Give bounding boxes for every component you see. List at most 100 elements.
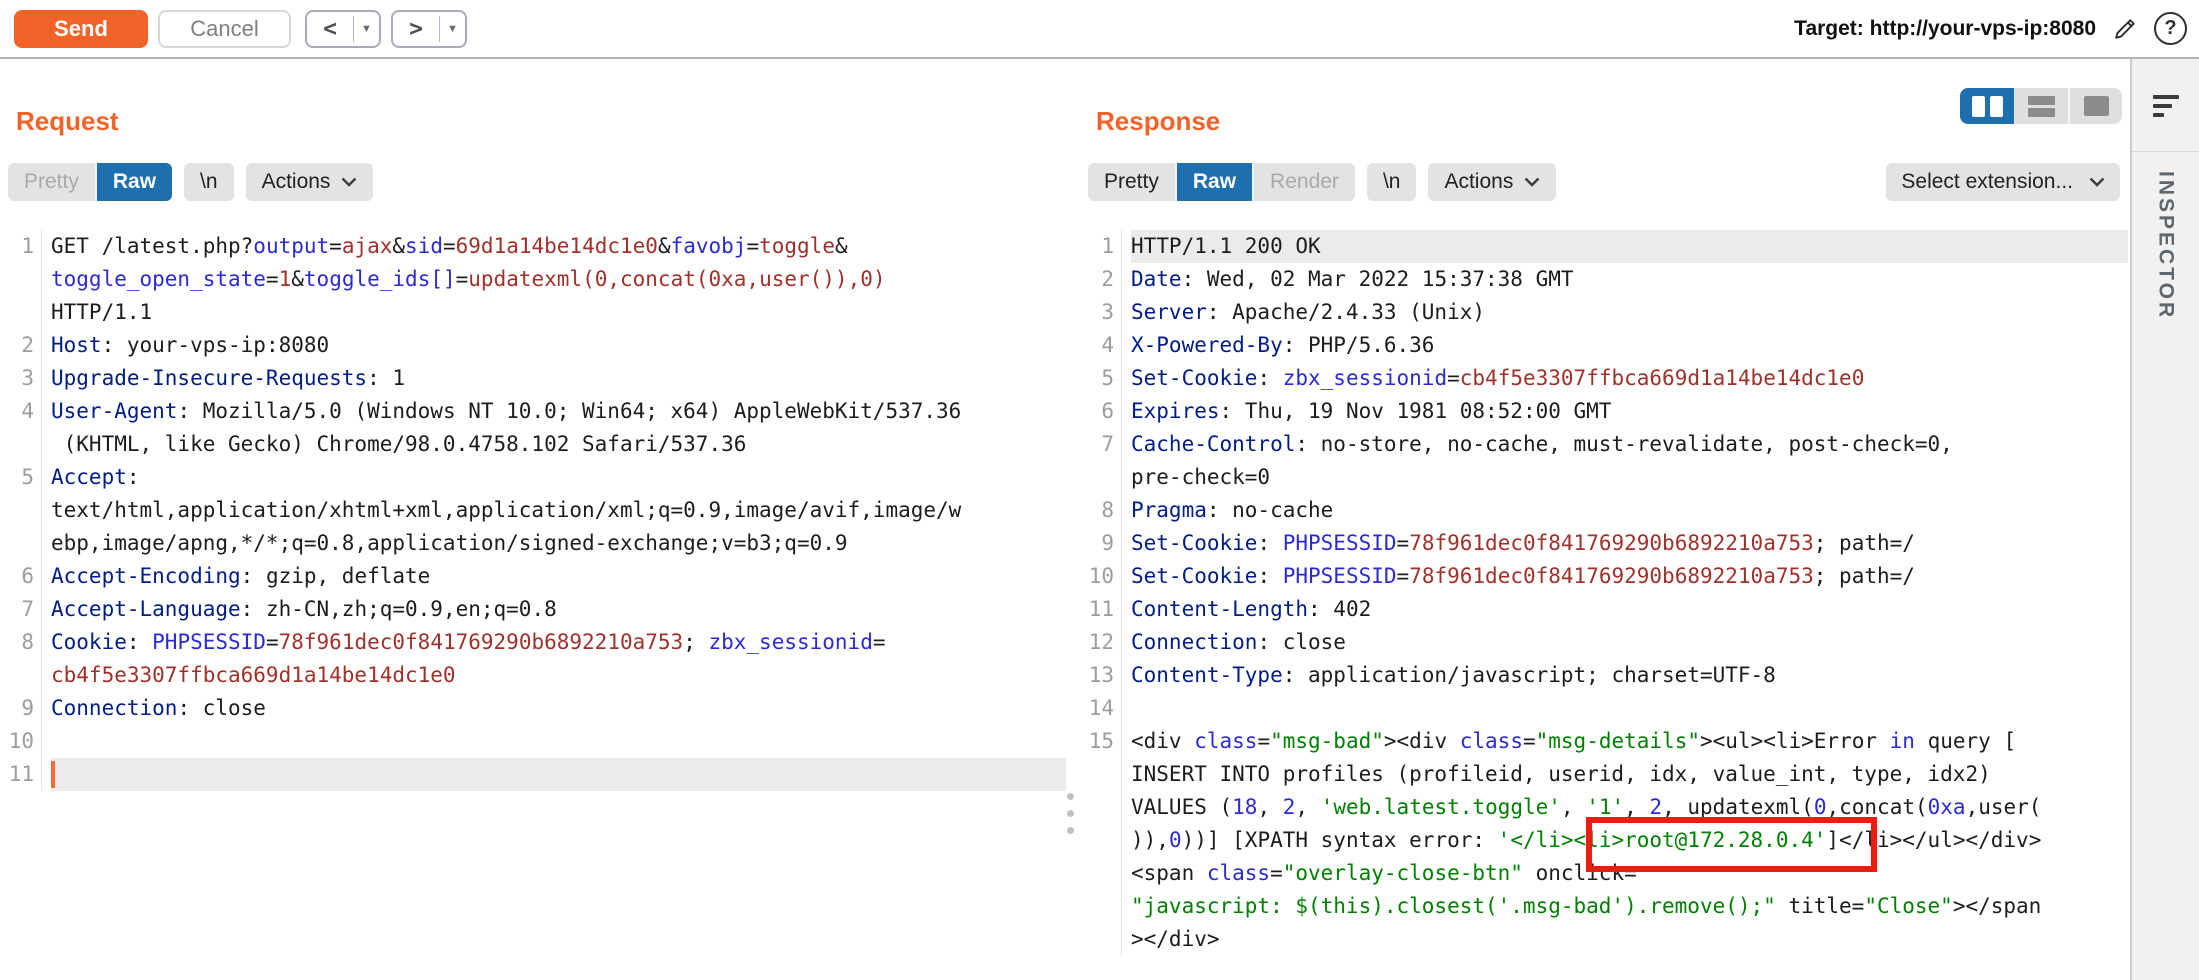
code-text: Cookie: PHPSESSID=78f961dec0f841769290b6…: [51, 630, 886, 654]
request-tabs: Pretty Raw \n Actions: [8, 163, 374, 201]
line-number: 13: [1084, 659, 1122, 692]
code-line: cb4f5e3307ffbca669d1a14be14dc1e0: [4, 659, 1066, 692]
chevron-down-icon: [341, 177, 357, 187]
top-toolbar: Send Cancel < ▼ > ▼ Target: http://your-…: [0, 0, 2199, 59]
line-number: [1084, 890, 1122, 923]
line-number: 14: [1084, 692, 1122, 725]
code-text: HTTP/1.1 200 OK: [1131, 230, 2128, 263]
line-number: 12: [1084, 626, 1122, 659]
code-text: [51, 725, 1066, 758]
code-text: Expires: Thu, 19 Nov 1981 08:52:00 GMT: [1131, 399, 1612, 423]
line-number: 10: [4, 725, 42, 758]
tab-raw-request[interactable]: Raw: [94, 163, 173, 201]
code-text: toggle_open_state=1&toggle_ids[]=updatex…: [51, 267, 886, 291]
inspector-sidebar: INSPECTOR: [2130, 59, 2199, 980]
line-number: [4, 263, 42, 296]
code-text: (KHTML, like Gecko) Chrome/98.0.4758.102…: [51, 432, 747, 456]
code-text: pre-check=0: [1131, 465, 1271, 489]
code-line: pre-check=0: [1084, 461, 2128, 494]
line-number: [4, 296, 42, 329]
layout-single-button[interactable]: [2068, 88, 2122, 124]
code-line: ></div>: [1084, 923, 2128, 956]
line-number: 5: [4, 461, 42, 494]
response-tabs: Pretty Raw Render \n Actions: [1088, 163, 1557, 201]
code-line: toggle_open_state=1&toggle_ids[]=updatex…: [4, 263, 1066, 296]
code-text: User-Agent: Mozilla/5.0 (Windows NT 10.0…: [51, 399, 962, 423]
code-text: <div class="msg-bad"><div class="msg-det…: [1131, 729, 2017, 753]
line-number: [4, 527, 42, 560]
line-number: [1084, 758, 1122, 791]
layout-columns-button[interactable]: [1960, 88, 2014, 124]
line-number: 9: [1084, 527, 1122, 560]
back-dropdown-button[interactable]: ▼: [361, 23, 372, 35]
line-number: 3: [4, 362, 42, 395]
tab-newline-request[interactable]: \n: [184, 163, 234, 201]
select-extension-label: Select extension...: [1901, 170, 2073, 193]
code-text: Host: your-vps-ip:8080: [51, 333, 330, 357]
code-line: 1 HTTP/1.1 200 OK: [1084, 230, 2128, 263]
tab-raw-response[interactable]: Raw: [1174, 163, 1253, 201]
tab-render-response[interactable]: Render: [1252, 163, 1355, 201]
annotation-red-box: [1586, 817, 1877, 872]
line-number: 2: [1084, 263, 1122, 296]
line-number: 8: [1084, 494, 1122, 527]
forward-arrow-button[interactable]: >: [409, 16, 423, 42]
line-number: 11: [4, 758, 42, 791]
line-number: [1084, 923, 1122, 956]
tab-newline-response[interactable]: \n: [1366, 163, 1417, 201]
code-line: HTTP/1.1: [4, 296, 1066, 329]
code-line: 5 Accept:: [4, 461, 1066, 494]
actions-button-request[interactable]: Actions: [245, 163, 374, 201]
edit-target-pencil-icon[interactable]: [2111, 15, 2139, 43]
line-number: 1: [4, 230, 42, 263]
code-text: X-Powered-By: PHP/5.6.36: [1131, 333, 1435, 357]
cancel-button[interactable]: Cancel: [158, 10, 291, 48]
send-button[interactable]: Send: [14, 10, 148, 48]
code-text: [1131, 692, 2128, 725]
history-forward-group: > ▼: [391, 10, 467, 48]
code-text: Connection: close: [51, 696, 266, 720]
code-text: Accept-Encoding: gzip, deflate: [51, 564, 431, 588]
forward-dropdown-button[interactable]: ▼: [447, 23, 458, 35]
actions-button-response[interactable]: Actions: [1428, 163, 1557, 201]
collapse-panel-icon[interactable]: [2152, 95, 2179, 122]
request-view-tabs: Pretty Raw: [8, 163, 173, 201]
line-number: 1: [1084, 230, 1122, 263]
target-url: http://your-vps-ip:8080: [1869, 16, 2096, 40]
code-line: 14: [1084, 692, 2128, 725]
line-number: 9: [4, 692, 42, 725]
select-extension-dropdown[interactable]: Select extension...: [1886, 163, 2120, 201]
target-area: Target: http://your-vps-ip:8080 ?: [1794, 0, 2187, 57]
line-number: 11: [1084, 593, 1122, 626]
line-number: 7: [1084, 428, 1122, 461]
line-number: [1084, 461, 1122, 494]
tab-pretty-response[interactable]: Pretty: [1088, 163, 1175, 201]
chevron-down-icon: [2089, 177, 2105, 187]
code-line: 12 Connection: close: [1084, 626, 2128, 659]
layout-rows-button[interactable]: [2014, 88, 2068, 124]
code-text: Server: Apache/2.4.33 (Unix): [1131, 300, 1486, 324]
response-view-tabs: Pretty Raw Render: [1088, 163, 1355, 201]
code-line: (KHTML, like Gecko) Chrome/98.0.4758.102…: [4, 428, 1066, 461]
code-text: Connection: close: [1131, 630, 1346, 654]
response-panel: Response Pretty Raw Render \n Actions Se…: [1080, 59, 2128, 980]
help-icon[interactable]: ?: [2154, 12, 2187, 45]
tab-pretty-request[interactable]: Pretty: [8, 163, 95, 201]
code-text: Accept:: [51, 465, 140, 489]
code-text: VALUES (18, 2, 'web.latest.toggle', '1',…: [1131, 795, 2042, 819]
panel-resize-handle[interactable]: [1063, 793, 1077, 834]
line-number: 10: [1084, 560, 1122, 593]
code-text: ></div>: [1131, 927, 1220, 951]
code-line: VALUES (18, 2, 'web.latest.toggle', '1',…: [1084, 791, 2128, 824]
inspector-tab[interactable]: INSPECTOR: [2154, 171, 2178, 321]
line-number: [1084, 857, 1122, 890]
back-arrow-button[interactable]: <: [323, 16, 337, 42]
